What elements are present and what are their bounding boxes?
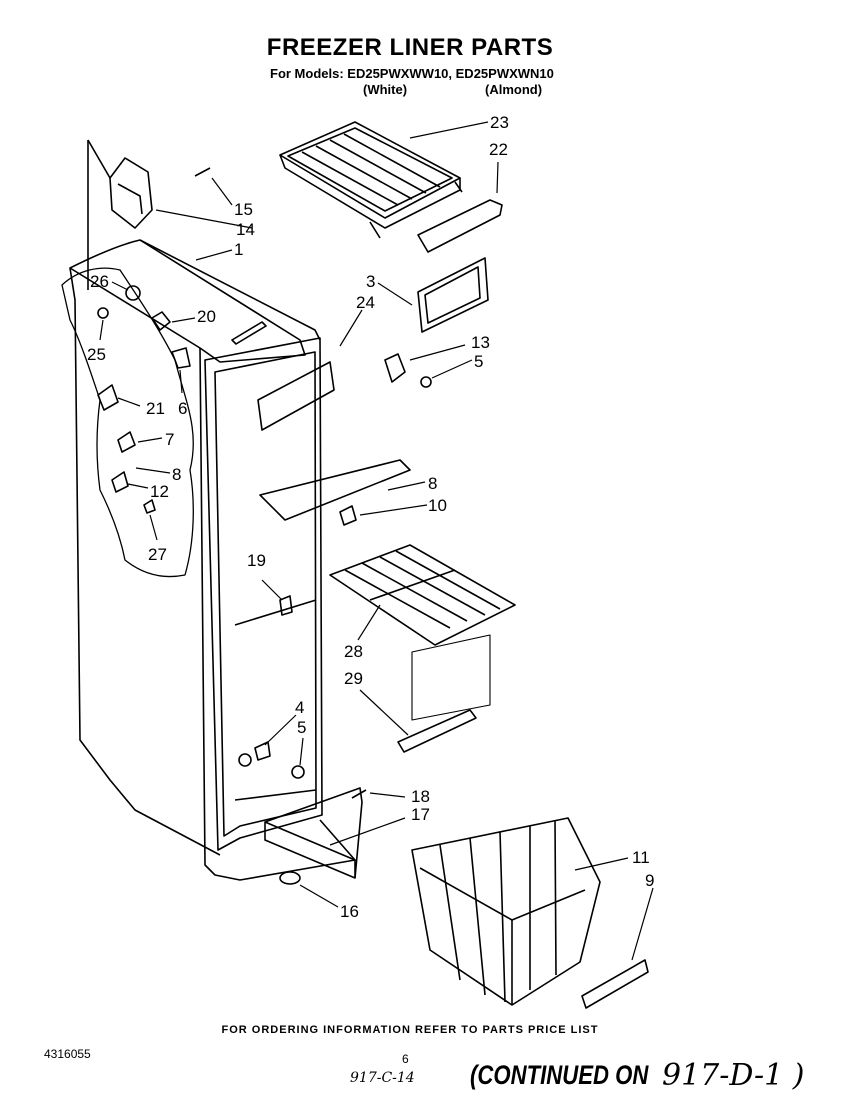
callout-22: 22 [489, 140, 508, 159]
callout-12: 12 [150, 482, 169, 501]
rail-22 [417, 199, 503, 253]
callout-11: 11 [632, 848, 650, 867]
shelf-28 [329, 544, 516, 646]
callout-20: 20 [197, 307, 216, 326]
callout-4: 4 [295, 698, 304, 717]
callout-21: 21 [146, 399, 165, 418]
continued-note: (CONTINUED ON [470, 1060, 649, 1090]
ordering-note: FOR ORDERING INFORMATION REFER TO PARTS … [221, 1024, 599, 1036]
callout-10: 10 [428, 496, 447, 515]
callout-27: 27 [148, 545, 167, 564]
callout-3: 3 [366, 272, 375, 291]
callout-13: 13 [471, 333, 490, 352]
callout-14: 14 [236, 220, 255, 239]
callout-8-right: 8 [428, 474, 437, 493]
part-12 [111, 471, 129, 493]
document-number: 4316055 [44, 1047, 91, 1061]
page-title: FREEZER LINER PARTS [266, 34, 554, 61]
basket-11 [411, 817, 601, 1006]
bar-17 [264, 787, 363, 879]
callout-26: 26 [90, 272, 109, 291]
control-13 [384, 353, 406, 383]
part-20 [151, 311, 171, 331]
callout-17: 17 [411, 805, 430, 824]
callout-labels: 23 22 15 14 1 3 24 26 20 13 5 25 21 6 7 … [87, 113, 654, 921]
callout-6: 6 [178, 399, 187, 418]
callout-28: 28 [344, 642, 363, 661]
part-10 [339, 505, 357, 526]
callout-1: 1 [234, 240, 243, 259]
callout-29: 29 [344, 669, 363, 688]
bracket-14 [87, 139, 153, 290]
part-hole [238, 753, 252, 767]
part-7 [117, 431, 136, 453]
color-almond-label: (Almond) [485, 82, 543, 97]
part-26 [125, 285, 141, 301]
callout-15: 15 [234, 200, 253, 219]
freezer-liner [61, 239, 356, 881]
screw-18 [351, 789, 367, 799]
page-number: 6 [402, 1052, 409, 1066]
callout-16: 16 [340, 902, 359, 921]
part-21 [97, 384, 119, 411]
callout-18: 18 [411, 787, 430, 806]
callout-25: 25 [87, 345, 106, 364]
part-27 [143, 499, 156, 514]
callout-5-top: 5 [474, 352, 483, 371]
color-white-label: (White) [363, 82, 408, 97]
rail-9 [581, 959, 649, 1009]
part-6 [171, 347, 191, 369]
callout-5-bottom: 5 [297, 718, 306, 737]
part-4 [254, 741, 271, 761]
screw-5 [420, 376, 432, 388]
callout-19: 19 [247, 551, 266, 570]
callout-7: 7 [165, 430, 174, 449]
trim-24 [257, 361, 335, 431]
handwritten-reference: 917-C-14 [350, 1070, 415, 1086]
foot-16 [279, 871, 301, 885]
callout-23: 23 [490, 113, 509, 132]
callout-9: 9 [645, 871, 654, 890]
model-numbers: For Models: ED25PWXWW10, ED25PWXWN10 [270, 66, 554, 81]
callout-24: 24 [356, 293, 375, 312]
callout-8-left: 8 [172, 465, 181, 484]
part-25 [97, 307, 109, 319]
leader-lines [99, 121, 654, 961]
shelf-guide [411, 634, 491, 721]
part-19 [279, 595, 293, 616]
rail-29 [397, 709, 477, 753]
part-5 [291, 765, 305, 779]
frame-3 [417, 257, 489, 333]
plate [259, 459, 411, 521]
continued-reference: 917-D-1 ) [662, 1058, 805, 1093]
screw-15 [194, 167, 211, 177]
shelf-23 [279, 121, 463, 239]
